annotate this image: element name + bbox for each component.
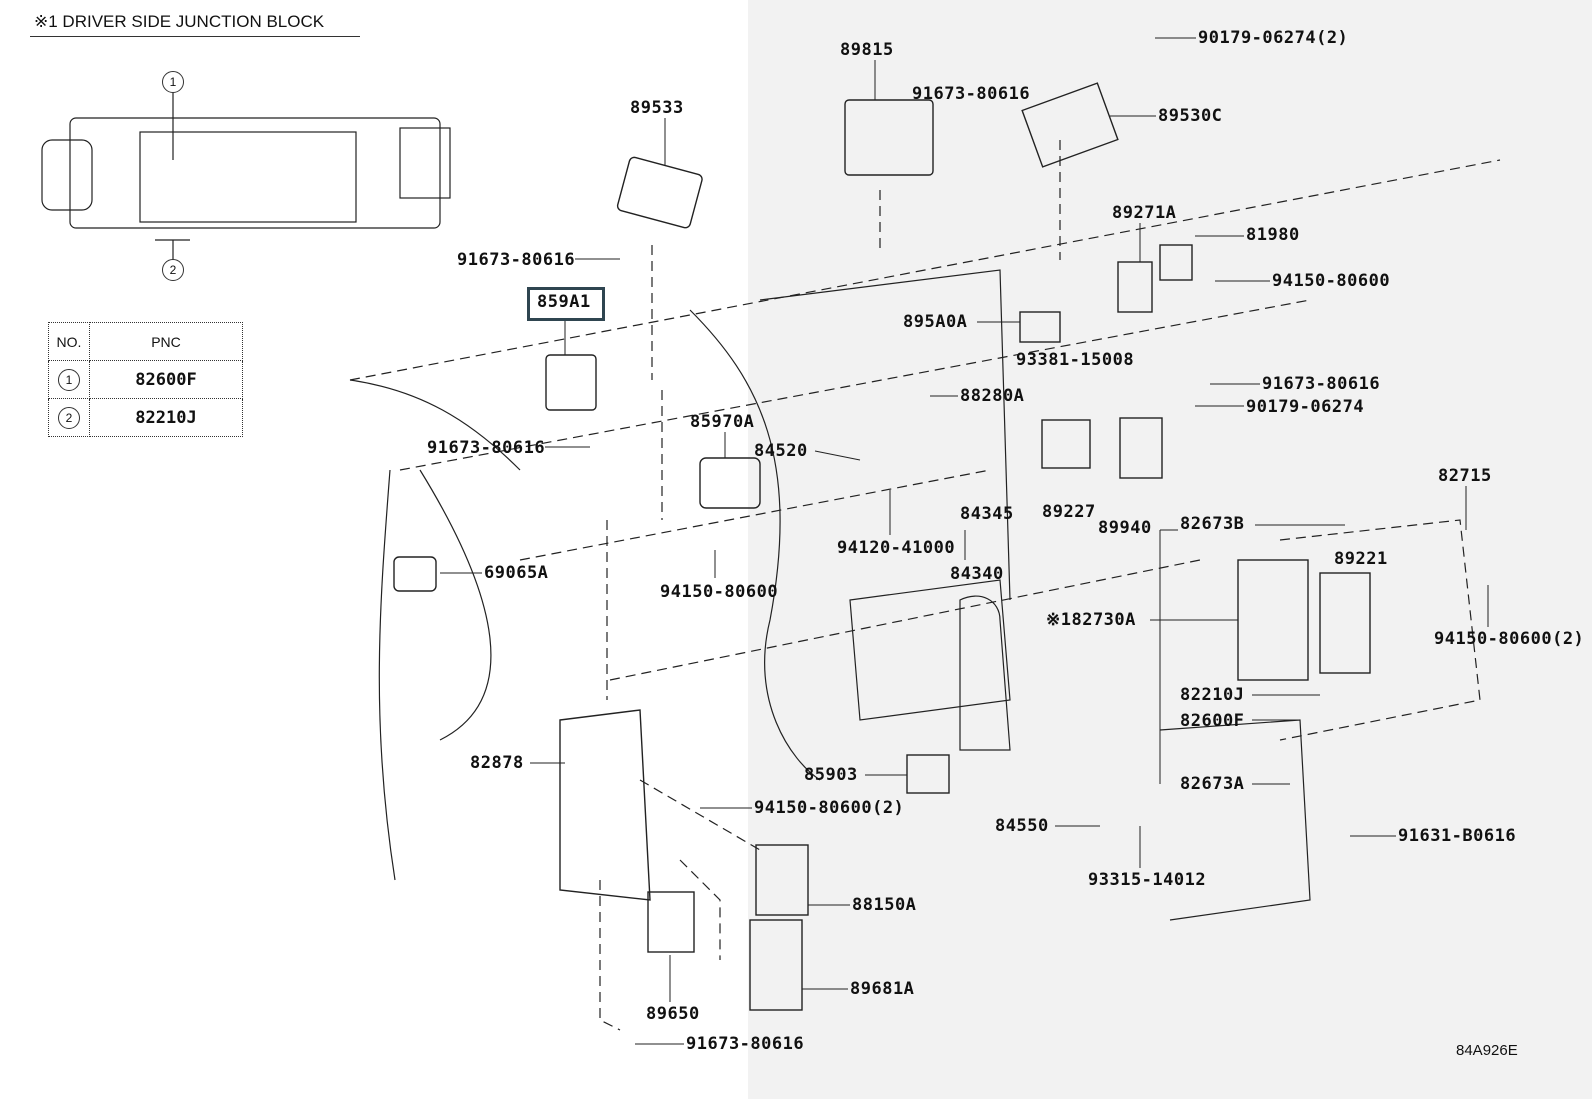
part-label[interactable]: 91673-80616 xyxy=(457,250,576,270)
part-label[interactable]: 94120-41000 xyxy=(837,538,956,558)
dash-outline xyxy=(349,140,1501,1031)
junction-block-drawing xyxy=(41,92,451,260)
part-label[interactable]: 94150-80600(2) xyxy=(1434,629,1585,649)
row-no: 2 xyxy=(58,406,80,429)
part-label[interactable]: 84520 xyxy=(754,441,808,461)
part-label[interactable]: 82715 xyxy=(1438,466,1492,486)
part-label[interactable]: 94150-80600 xyxy=(660,582,779,602)
body-outline xyxy=(349,269,1311,921)
part-label[interactable]: 88280A xyxy=(960,386,1025,406)
table-row: 1 82600F xyxy=(48,360,243,399)
part-label[interactable]: 91631-B0616 xyxy=(1398,826,1517,846)
header-pnc: PNC xyxy=(89,322,243,361)
part-label-highlighted[interactable]: 859A1 xyxy=(537,292,591,312)
part-label[interactable]: 91673-80616 xyxy=(686,1034,805,1054)
junction-block-title: ※1 DRIVER SIDE JUNCTION BLOCK xyxy=(34,12,325,31)
part-label[interactable]: 89815 xyxy=(840,40,894,60)
diagram-code: 84A926E xyxy=(1456,1042,1518,1059)
pnc-table: NO. PNC 1 82600F 2 82210J xyxy=(48,322,243,437)
part-label[interactable]: 89227 xyxy=(1042,502,1096,522)
part-label[interactable]: 69065A xyxy=(484,563,549,583)
part-label[interactable]: 93315-14012 xyxy=(1088,870,1207,890)
callout-2: 2 xyxy=(162,259,184,281)
part-label[interactable]: 94150-80600 xyxy=(1272,271,1391,291)
part-label[interactable]: 82210J xyxy=(1180,685,1245,705)
part-label[interactable]: 89271A xyxy=(1112,203,1177,223)
callout-1: 1 xyxy=(162,71,184,93)
part-label[interactable]: 90179-06274(2) xyxy=(1198,28,1349,48)
part-label[interactable]: 84550 xyxy=(995,816,1049,836)
part-label[interactable]: 89681A xyxy=(850,979,915,999)
part-label[interactable]: 85903 xyxy=(804,765,858,785)
title-underline xyxy=(30,36,360,37)
part-label[interactable]: 94150-80600(2) xyxy=(754,798,905,818)
part-label[interactable]: 89221 xyxy=(1334,549,1388,569)
part-label[interactable]: 89533 xyxy=(630,98,684,118)
part-label[interactable]: 90179-06274 xyxy=(1246,397,1365,417)
part-label[interactable]: 81980 xyxy=(1246,225,1300,245)
part-label[interactable]: 82673B xyxy=(1180,514,1245,534)
part-label[interactable]: 88150A xyxy=(852,895,917,915)
part-label[interactable]: 89650 xyxy=(646,1004,700,1024)
row-pnc: 82210J xyxy=(89,398,243,437)
part-label[interactable]: 85970A xyxy=(690,412,755,432)
part-label[interactable]: 89940 xyxy=(1098,518,1152,538)
part-label[interactable]: 82673A xyxy=(1180,774,1245,794)
part-label[interactable]: 89530C xyxy=(1158,106,1223,126)
row-no: 1 xyxy=(58,368,80,391)
part-label[interactable]: 895A0A xyxy=(903,312,968,332)
part-label[interactable]: 82878 xyxy=(470,753,524,773)
part-label[interactable]: 82600F xyxy=(1180,711,1245,731)
leader-lines xyxy=(440,37,1489,1045)
table-header-row: NO. PNC xyxy=(48,322,243,361)
part-label[interactable]: 91673-80616 xyxy=(427,438,546,458)
part-label[interactable]: 91673-80616 xyxy=(1262,374,1381,394)
part-label[interactable]: 84345 xyxy=(960,504,1014,524)
part-shapes xyxy=(393,82,1371,1011)
part-label[interactable]: 93381-15008 xyxy=(1016,350,1135,370)
shaded-background xyxy=(748,0,1592,1099)
part-label[interactable]: 91673-80616 xyxy=(912,84,1031,104)
row-pnc: 82600F xyxy=(89,360,243,399)
highlight-box xyxy=(527,287,605,321)
part-label[interactable]: ※182730A xyxy=(1046,610,1136,630)
table-row: 2 82210J xyxy=(48,398,243,437)
header-no: NO. xyxy=(48,322,90,361)
part-label[interactable]: 84340 xyxy=(950,564,1004,584)
